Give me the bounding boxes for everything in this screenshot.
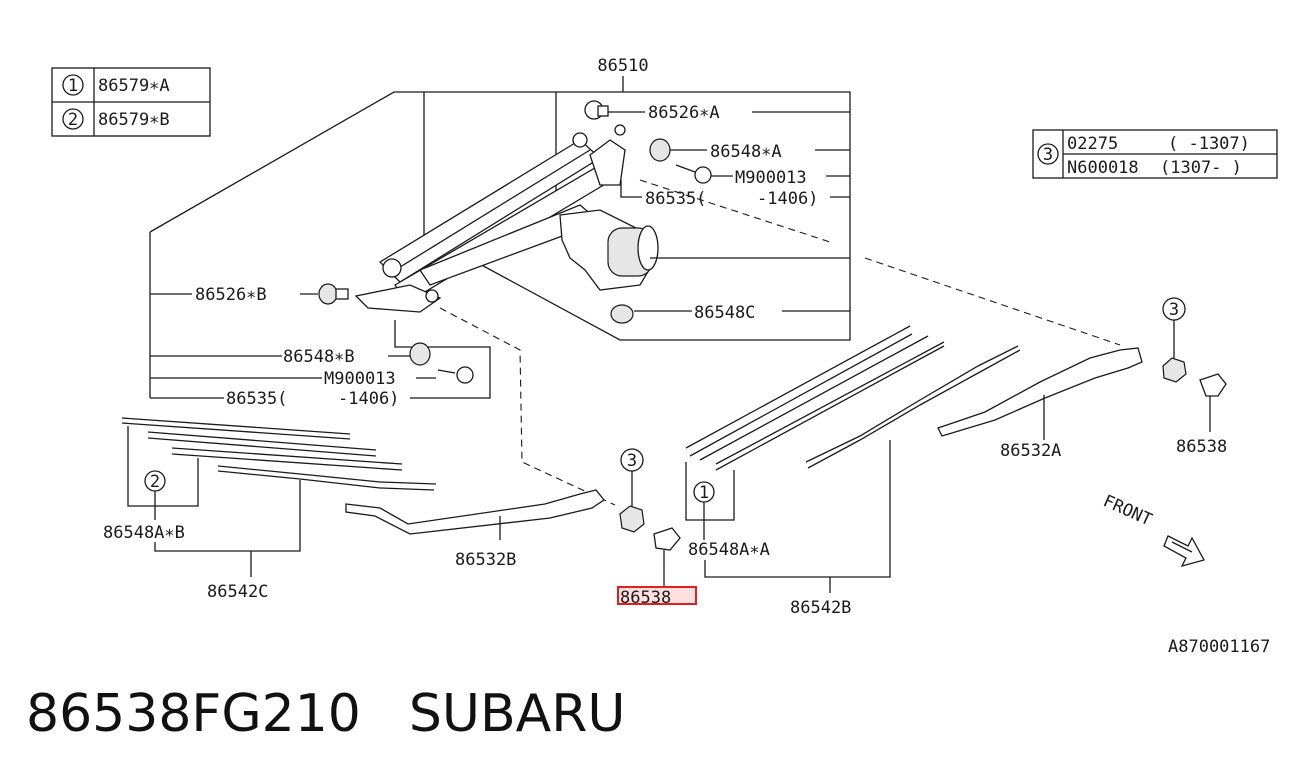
label-86542b: 86542B (790, 598, 851, 618)
wiper-linkage (354, 124, 1121, 506)
label-86526b: 86526∗B (195, 285, 267, 305)
legend-part-3a: 02275 (1067, 134, 1118, 154)
legend-range-3b: (1307- ) (1160, 158, 1242, 178)
legend-marker-3: 3 (1043, 145, 1053, 165)
bolt-m900013-a: M900013 (675, 164, 850, 188)
wiper-arm-86532a: 86532A 3 86538 (937, 297, 1227, 461)
legend-marker-1: 1 (68, 76, 78, 96)
legend-marker-2: 2 (68, 110, 78, 130)
front-arrow-icon (1163, 535, 1205, 568)
legend-part-2: 86579∗B (98, 110, 170, 130)
footer-part-number: 86538FG210 (26, 684, 361, 744)
label-86510: 86510 (597, 56, 648, 76)
grommet-86548c: 86548C (610, 257, 850, 324)
label-86538-center: 86538 (620, 588, 671, 608)
pivot-86526b: 86526∗B (195, 283, 349, 305)
pivot-86526a: 86526∗A (584, 100, 850, 123)
label-86548c: 86548C (694, 303, 755, 323)
label-86532b: 86532B (455, 550, 516, 570)
link-86535-a: 86535( -1406) (620, 180, 850, 209)
label-86532a: 86532A (1000, 441, 1061, 461)
label-86535-a: 86535( (645, 189, 706, 209)
bushing-86548b: 86548∗B M900013 86535( -1406) (226, 320, 491, 409)
footer: 86538FG210 SUBARU (26, 684, 673, 744)
label-86535-a-range: -1406) (757, 189, 818, 209)
wiper-blade-86542c: 2 86548A∗B 86542C (103, 417, 437, 602)
legend-table-right: 3 02275 ( -1307) N600018 (1307- ) (1032, 129, 1278, 179)
legend-part-3b: N600018 (1067, 158, 1139, 178)
label-86542c: 86542C (207, 582, 268, 602)
label-86535-b: 86535( (226, 389, 287, 409)
marker-3-center: 3 (627, 451, 637, 471)
label-86538-right: 86538 (1176, 437, 1227, 457)
marker-2: 2 (150, 472, 160, 492)
figure-id: A870001167 (1168, 637, 1270, 657)
bushing-86548a: 86548∗A (649, 138, 850, 162)
legend-table-left: 1 86579∗A 2 86579∗B (51, 67, 211, 137)
label-86535-b-range: -1406) (338, 389, 399, 409)
label-86548a-a: 86548A∗A (688, 540, 770, 560)
wiper-blade-86542b: 1 86548A∗A 86542B (685, 325, 1021, 618)
front-label: FRONT (1100, 491, 1155, 530)
label-m900013-b: M900013 (324, 369, 396, 389)
footer-brand: SUBARU (408, 684, 626, 744)
assembly-bracket: 86510 (149, 56, 851, 399)
label-m900013-a: M900013 (735, 168, 807, 188)
highlighted-part-86538[interactable]: 86538 (617, 586, 697, 608)
label-86548a-b: 86548A∗B (103, 523, 185, 543)
legend-part-1: 86579∗A (98, 76, 170, 96)
label-86548b: 86548∗B (283, 347, 355, 367)
label-86548a: 86548∗A (710, 142, 782, 162)
front-indicator: FRONT (1100, 491, 1205, 568)
legend-range-3a: ( -1307) (1168, 134, 1250, 154)
label-86526a: 86526∗A (648, 103, 720, 123)
marker-1: 1 (699, 483, 709, 503)
wiper-arm-86532b: 86532B 3 (345, 448, 681, 588)
marker-3-right: 3 (1169, 300, 1179, 320)
